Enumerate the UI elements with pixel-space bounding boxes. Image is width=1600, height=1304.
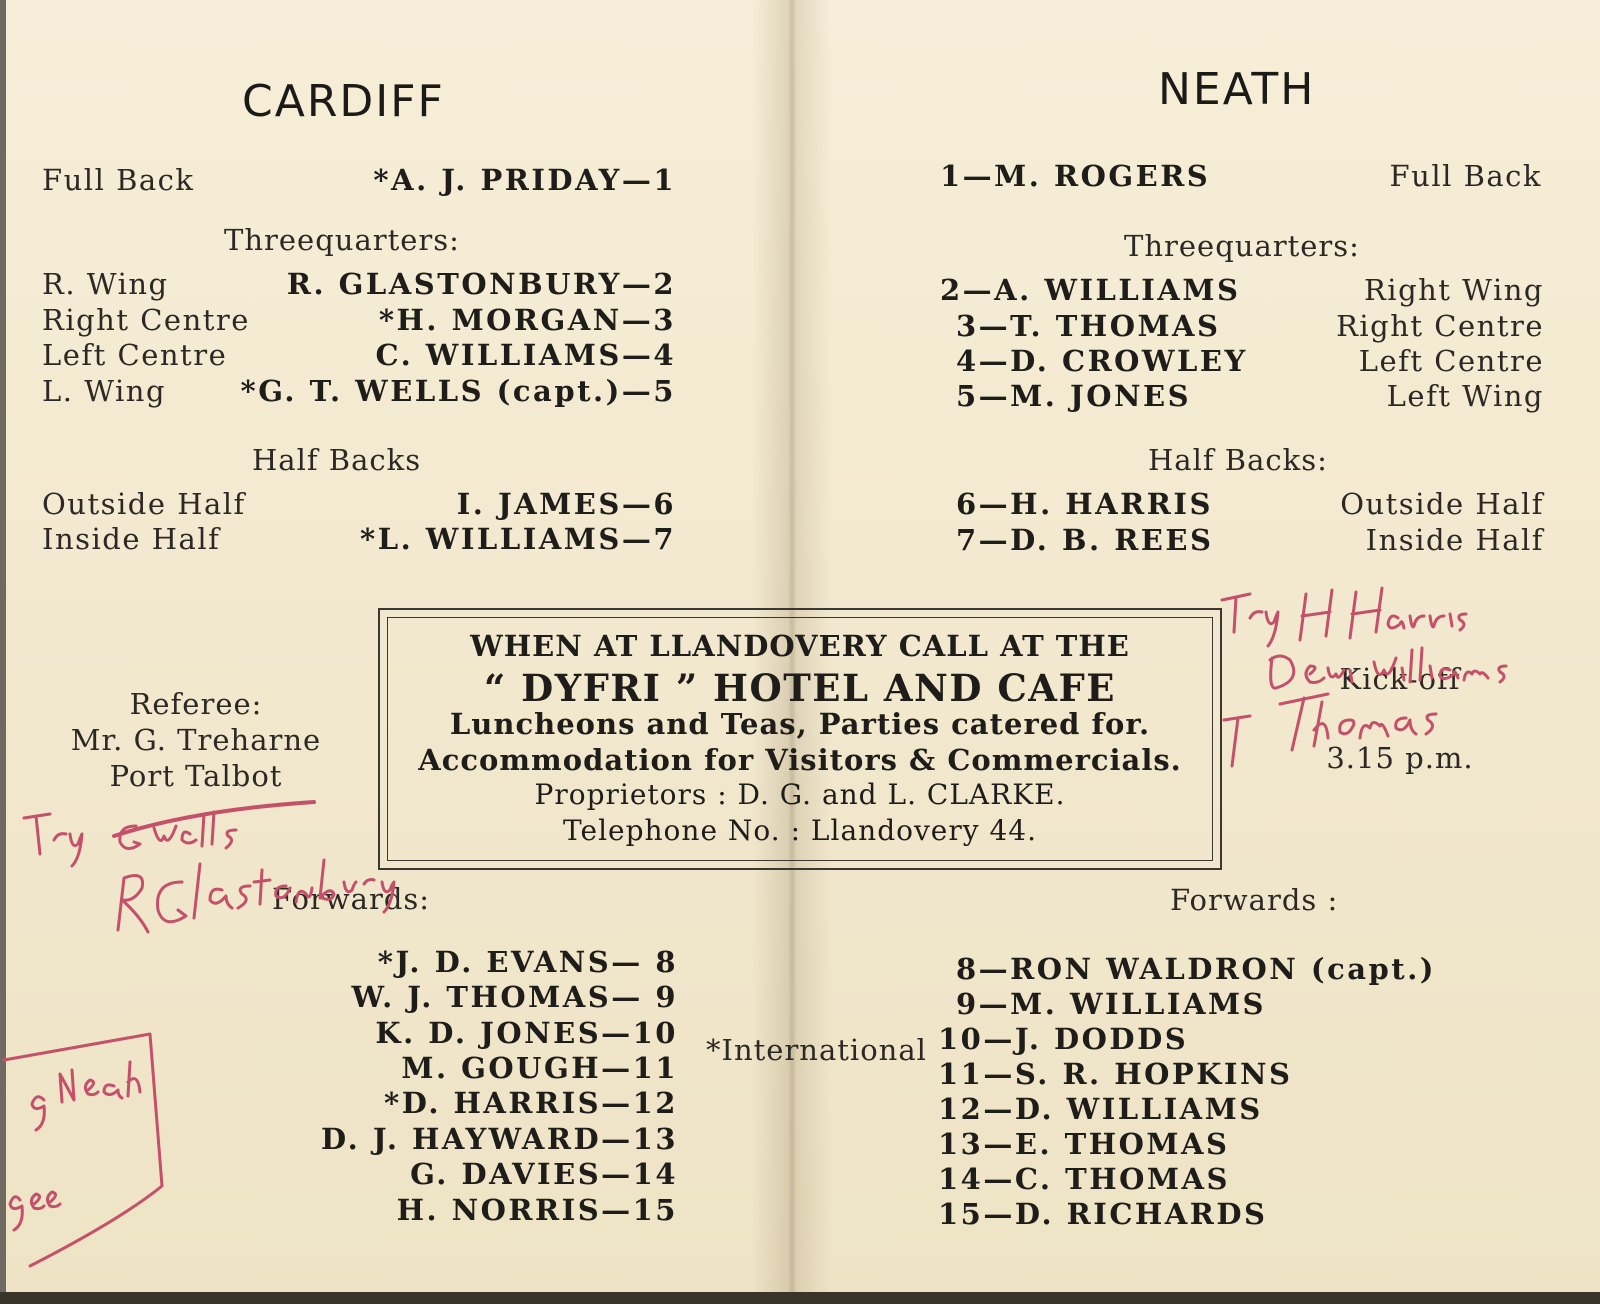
neath-tq-player: 2—A. WILLIAMS [940, 273, 1241, 307]
neath-tq-position: Left Wing [1386, 379, 1544, 413]
advert-line-4: Accommodation for Visitors & Commercials… [418, 743, 1182, 777]
advert-inner-border [387, 617, 1213, 861]
neath-threequarters-heading: Threequarters: [1124, 229, 1360, 263]
advert-proprietors: Proprietors : D. G. and L. CLARKE. [534, 778, 1066, 811]
cardiff-hb-position: Outside Half [42, 487, 246, 521]
cardiff-hb-position: Inside Half [42, 522, 221, 556]
cardiff-half-backs-heading: Half Backs [252, 443, 422, 477]
referee-heading: Referee: [129, 687, 263, 721]
neath-half-backs-heading: Half Backs: [1148, 443, 1328, 477]
handwritten-boxed-note [2, 1032, 164, 1268]
hotel-advert: WHEN AT LLANDOVERY CALL AT THE “ DYFRI ”… [378, 608, 1222, 870]
referee-town: Port Talbot [109, 759, 283, 793]
cardiff-tq-player: *H. MORGAN—3 [378, 303, 676, 337]
international-note: *International [706, 1033, 927, 1067]
cardiff-forward: G. DAVIES—14 [410, 1157, 678, 1191]
neath-hb-position: Outside Half [1340, 487, 1544, 521]
kickoff-label: Kick-off [1339, 662, 1461, 696]
neath-forward: 15—D. RICHARDS [938, 1197, 1268, 1231]
cardiff-full-back-player: *A. J. PRIDAY—1 [373, 163, 676, 197]
book-gutter [752, 0, 832, 1295]
cardiff-forward: *J. D. EVANS— 8 [377, 945, 678, 979]
cardiff-forward: H. NORRIS—15 [396, 1193, 678, 1227]
neath-forward: 8—RON WALDRON (capt.) [956, 952, 1437, 986]
cardiff-tq-position: R. Wing [42, 267, 169, 301]
cardiff-title: CARDIFF [242, 76, 445, 127]
neath-tq-position: Left Centre [1358, 344, 1544, 378]
neath-forward: 12—D. WILLIAMS [938, 1092, 1263, 1126]
cardiff-forward: W. J. THOMAS— 9 [351, 980, 678, 1014]
neath-forward: 11—S. R. HOPKINS [938, 1057, 1293, 1091]
cardiff-threequarters-heading: Threequarters: [224, 223, 460, 257]
neath-full-back-player: 1—M. ROGERS [940, 159, 1211, 193]
cardiff-tq-player: R. GLASTONBURY—2 [286, 267, 676, 301]
neath-hb-player: 7—D. B. REES [956, 523, 1214, 557]
kickoff-time: 3.15 p.m. [1326, 741, 1474, 775]
cardiff-hb-player: I. JAMES—6 [456, 487, 676, 521]
neath-tq-position: Right Wing [1363, 273, 1544, 307]
advert-line-1: WHEN AT LLANDOVERY CALL AT THE [470, 629, 1130, 663]
neath-tq-position: Right Centre [1336, 309, 1544, 343]
cardiff-full-back-position: Full Back [42, 163, 195, 197]
neath-forward: 14—C. THOMAS [938, 1162, 1230, 1196]
neath-forward: 9—M. WILLIAMS [956, 987, 1266, 1021]
neath-hb-position: Inside Half [1365, 523, 1544, 557]
referee-name: Mr. G. Treharne [70, 723, 322, 757]
neath-hb-player: 6—H. HARRIS [956, 487, 1213, 521]
cardiff-tq-player: *G. T. WELLS (capt.)—5 [240, 374, 676, 408]
cardiff-hb-player: *L. WILLIAMS—7 [360, 522, 676, 556]
advert-line-3: Luncheons and Teas, Parties catered for. [449, 707, 1151, 741]
neath-tq-player: 4—D. CROWLEY [956, 344, 1248, 378]
cardiff-tq-position: Left Centre [42, 338, 228, 372]
neath-page: NEATH 1—M. ROGERS Full Back Threequarter… [790, 0, 1600, 1295]
advert-hotel-name: “ DYFRI ” HOTEL AND CAFE [484, 666, 1116, 710]
cardiff-forward: M. GOUGH—11 [401, 1051, 678, 1085]
neath-forwards-heading: Forwards : [1170, 883, 1339, 917]
neath-tq-player: 3—T. THOMAS [956, 309, 1221, 343]
advert-telephone: Telephone No. : Llandovery 44. [563, 814, 1037, 847]
neath-full-back-position: Full Back [1389, 159, 1542, 193]
cardiff-forward: K. D. JONES—10 [375, 1016, 678, 1050]
neath-title: NEATH [1158, 64, 1316, 115]
cardiff-tq-player: C. WILLIAMS—4 [375, 338, 676, 372]
handwritten-try-scorers-neath [1220, 586, 1508, 768]
neath-forward: 13—E. THOMAS [938, 1127, 1230, 1161]
cardiff-tq-position: Right Centre [42, 303, 250, 337]
cardiff-tq-position: L. Wing [42, 374, 167, 408]
handwritten-try-scorers-cardiff [22, 800, 396, 934]
neath-tq-player: 5—M. JONES [956, 379, 1192, 413]
neath-forward: 10—J. DODDS [938, 1022, 1189, 1056]
page-bottom-edge [0, 1292, 1600, 1304]
cardiff-forward: D. J. HAYWARD—13 [321, 1122, 678, 1156]
cardiff-forward: *D. HARRIS—12 [384, 1086, 678, 1120]
